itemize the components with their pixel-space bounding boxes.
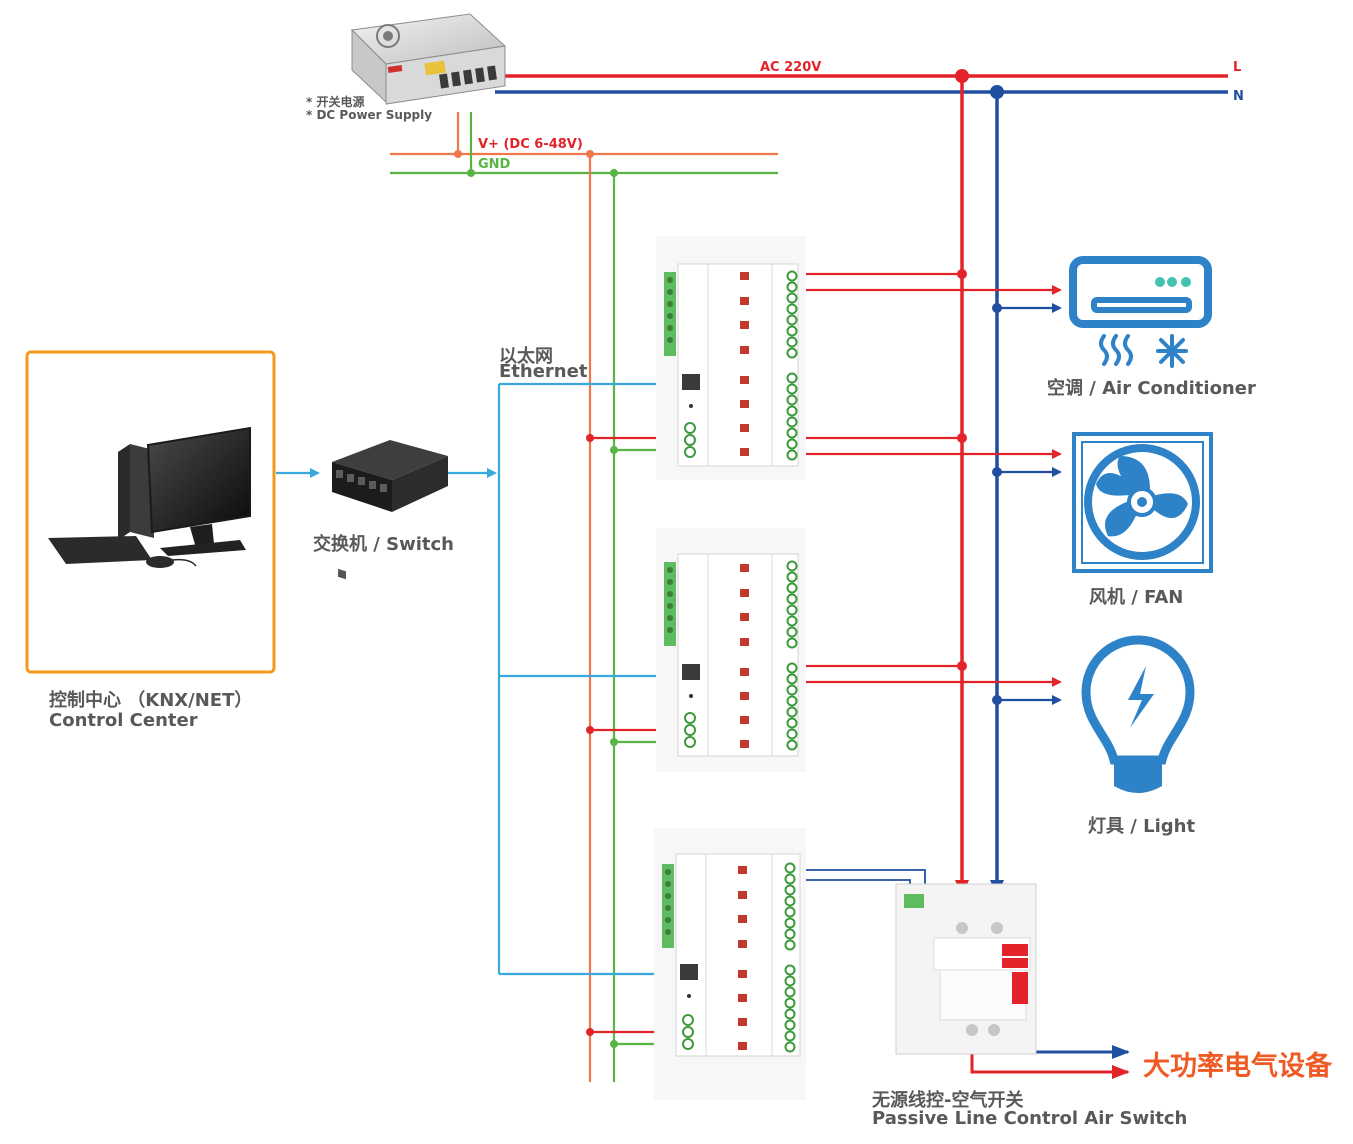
breaker-toggle	[1012, 972, 1028, 1004]
fan-label: 风机 / FAN	[1089, 587, 1184, 608]
ethernet-lines	[276, 379, 674, 979]
ac-voltage-label: AC 220V	[760, 60, 822, 75]
network-switch-device	[332, 440, 448, 580]
relay-module-2	[656, 528, 806, 772]
live-label: L	[1233, 60, 1242, 75]
keyboard	[48, 536, 152, 564]
mouse	[146, 556, 174, 568]
terminal-block	[439, 65, 497, 89]
control-center-label-cn: 控制中心 （KNX/NET）	[49, 690, 253, 711]
switch-label: 交换机 / Switch	[313, 534, 454, 555]
load-wiring	[800, 269, 1130, 1079]
junction-dot	[955, 69, 969, 83]
light-label: 灯具 / Light	[1088, 816, 1196, 837]
air-switch-breaker	[895, 883, 1037, 1055]
ethernet-label-en: Ethernet	[499, 361, 588, 382]
fan-icon	[1072, 432, 1213, 573]
power-supply-unit	[350, 13, 507, 105]
monitor	[146, 426, 251, 534]
relay-module-3	[654, 828, 806, 1100]
power-supply-label-en: * DC Power Supply	[306, 108, 433, 122]
junction-dot	[990, 85, 1004, 99]
neutral-label: N	[1233, 89, 1244, 104]
relay-module-1	[656, 236, 806, 480]
gnd-label: GND	[478, 157, 511, 172]
light-bulb-icon	[1081, 635, 1195, 793]
control-terminal	[904, 894, 924, 908]
ethernet-label-cn: 以太网	[499, 346, 553, 367]
high-power-equipment-label: 大功率电气设备	[1143, 1051, 1332, 1082]
control-center-box	[25, 350, 276, 674]
air-switch-label-cn: 无源线控-空气开关	[872, 1090, 1024, 1111]
control-center-label-en: Control Center	[49, 710, 198, 731]
vplus-label: V+ (DC 6-48V)	[478, 137, 583, 152]
air-conditioner-label: 空调 / Air Conditioner	[1047, 378, 1256, 399]
power-supply-label-cn: * 开关电源	[306, 95, 365, 109]
air-conditioner-icon	[1069, 256, 1212, 368]
dc-bus	[390, 112, 778, 1082]
air-switch-label-en: Passive Line Control Air Switch	[872, 1108, 1188, 1129]
